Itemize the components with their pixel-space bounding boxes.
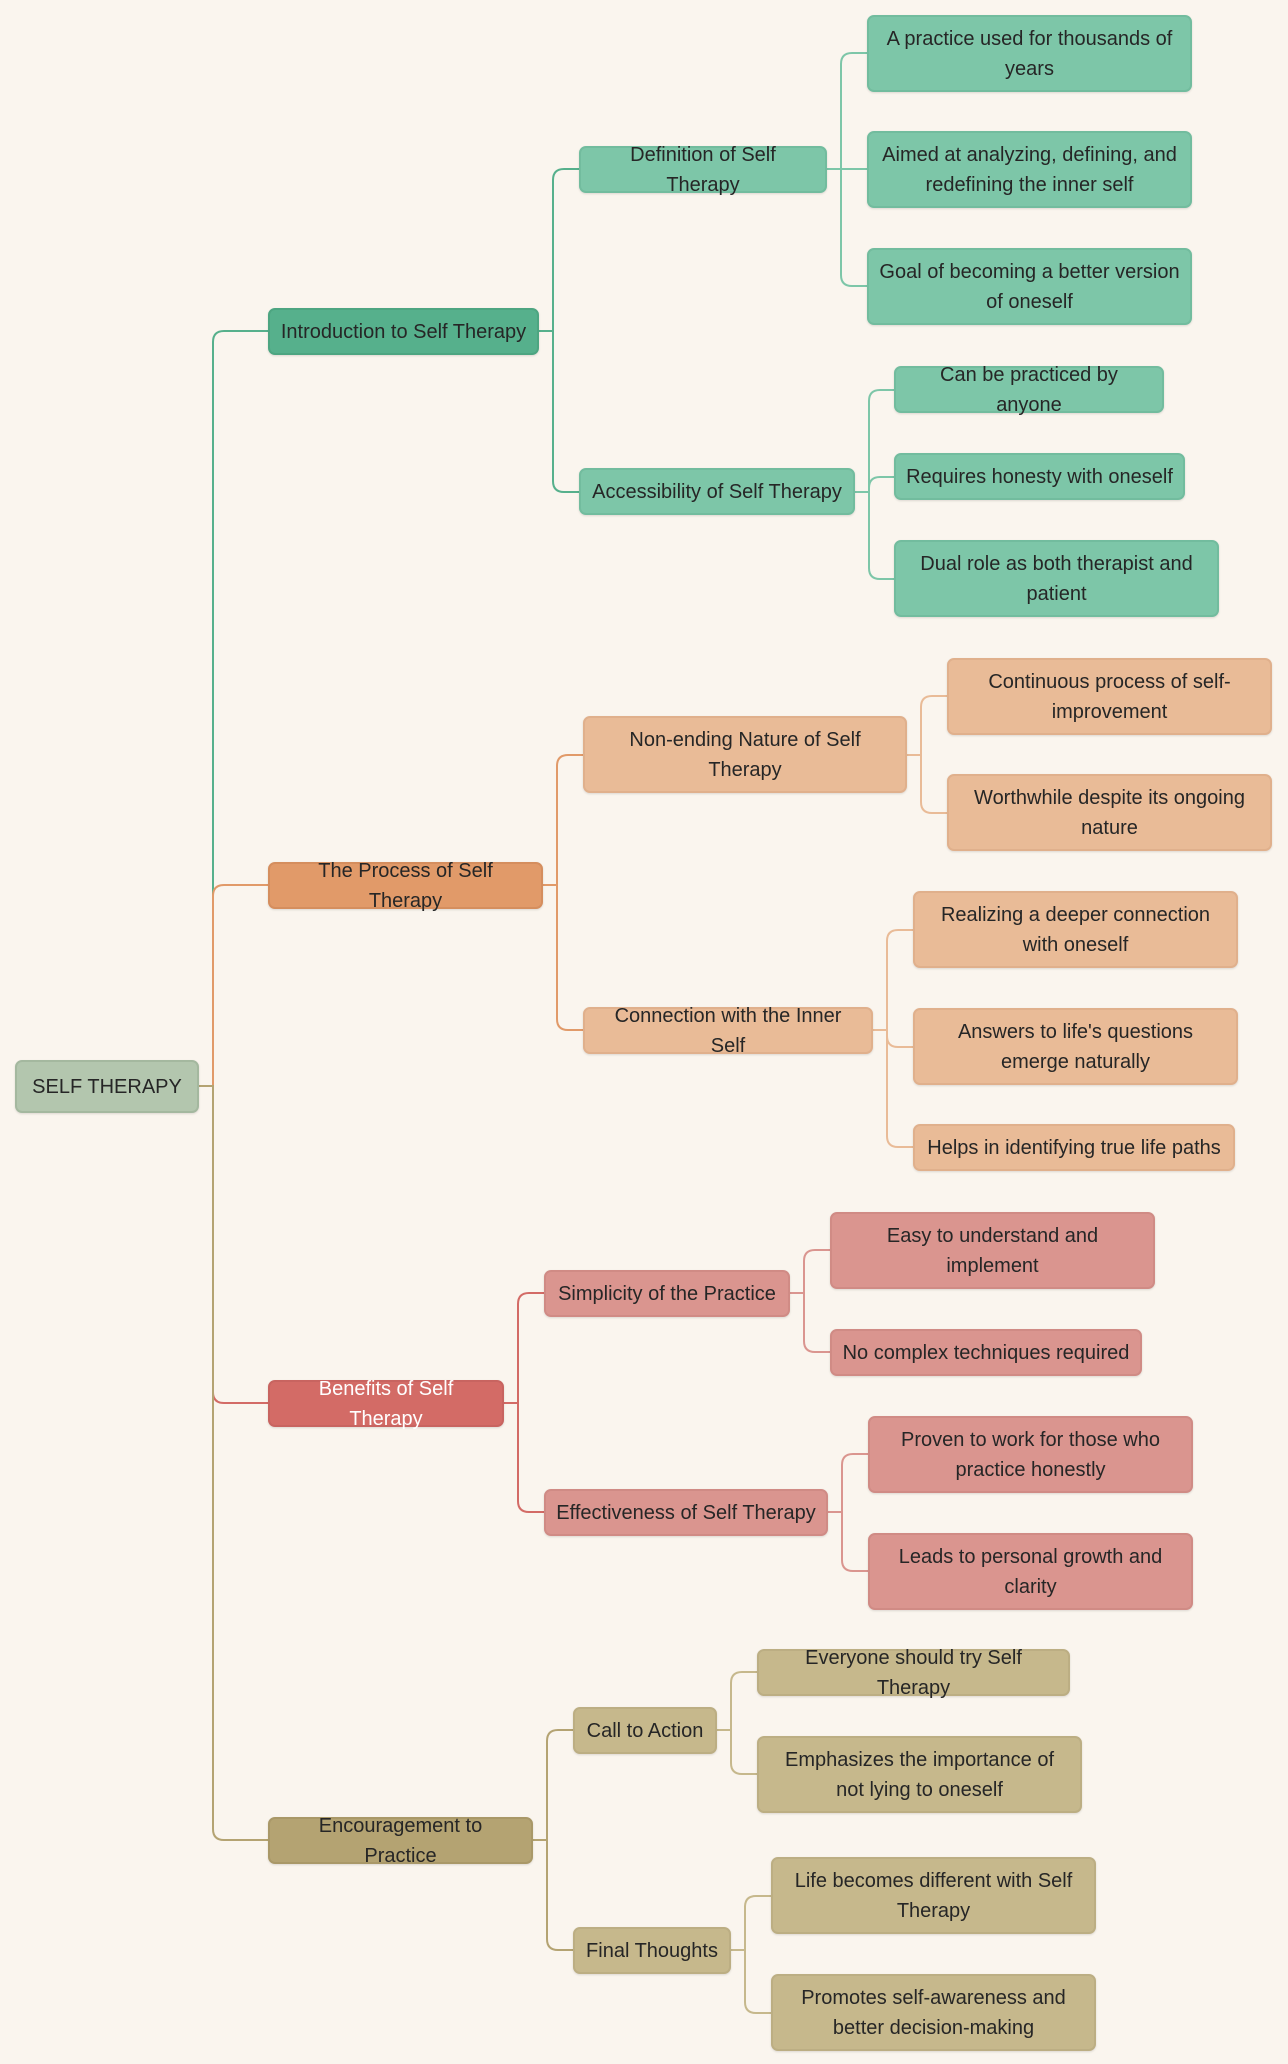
point-call-not-lying[interactable]: Emphasizes the importance of not lying t… [757,1736,1082,1813]
connector-effectiveness-2 [828,1511,868,1572]
root-node[interactable]: SELF THERAPY [15,1060,199,1113]
connector-benefits-simplicity [504,1292,544,1404]
point-simplicity-easy[interactable]: Easy to understand and implement [830,1212,1155,1289]
point-connection-answers[interactable]: Answers to life's questions emerge natur… [913,1008,1238,1085]
branch-introduction[interactable]: Introduction to Self Therapy [268,308,539,355]
connector-accessibility-2 [855,476,894,493]
connector-intro-definition [539,168,579,332]
branch-benefits[interactable]: Benefits of Self Therapy [268,1378,504,1430]
point-definition-history[interactable]: A practice used for thousands of years [867,15,1192,92]
point-definition-goal[interactable]: Goal of becoming a better version of one… [867,248,1192,325]
topic-simplicity[interactable]: Simplicity of the Practice [544,1270,790,1317]
connector-process-nonending [543,754,583,886]
point-non-ending-continuous[interactable]: Continuous process of self-improvement [947,658,1272,735]
connector-root-introduction [199,330,268,1087]
point-definition-aim[interactable]: Aimed at analyzing, defining, and redefi… [867,131,1192,208]
connector-root-process [199,884,268,1087]
point-final-awareness[interactable]: Promotes self-awareness and better decis… [771,1974,1096,2051]
point-simplicity-no-complex[interactable]: No complex techniques required [830,1329,1142,1376]
topic-effectiveness[interactable]: Effectiveness of Self Therapy [544,1489,828,1536]
topic-definition[interactable]: Definition of Self Therapy [579,144,827,196]
connector-nonending-1 [907,695,947,756]
point-accessibility-anyone[interactable]: Can be practiced by anyone [894,364,1164,416]
point-effectiveness-proven[interactable]: Proven to work for those who practice ho… [868,1416,1193,1493]
connector-connection-3 [873,1029,913,1148]
connector-nonending-2 [907,754,947,814]
connector-connection-2 [873,1029,913,1048]
topic-call-to-action[interactable]: Call to Action [573,1707,717,1754]
connector-call-2 [717,1729,757,1775]
connector-root-encouragement [199,1085,268,1841]
connector-encouragement-final [533,1839,573,1951]
connector-simplicity-1 [790,1249,830,1294]
connector-final-1 [731,1895,771,1951]
connector-encouragement-call [533,1729,573,1841]
connector-accessibility-1 [855,389,894,493]
point-call-everyone[interactable]: Everyone should try Self Therapy [757,1647,1070,1699]
topic-accessibility[interactable]: Accessibility of Self Therapy [579,468,855,515]
connector-definition-1 [827,52,867,170]
branch-process[interactable]: The Process of Self Therapy [268,860,543,912]
point-effectiveness-growth[interactable]: Leads to personal growth and clarity [868,1533,1193,1610]
branch-encouragement[interactable]: Encouragement to Practice [268,1815,533,1867]
connector-benefits-effectiveness [504,1402,544,1513]
connector-simplicity-2 [790,1292,830,1353]
point-accessibility-honesty[interactable]: Requires honesty with oneself [894,453,1185,500]
connector-accessibility-3 [855,491,894,580]
connector-process-connection [543,884,583,1031]
connector-connection-1 [873,929,913,1031]
point-accessibility-dual-role[interactable]: Dual role as both therapist and patient [894,540,1219,617]
topic-final-thoughts[interactable]: Final Thoughts [573,1927,731,1974]
connector-final-2 [731,1949,771,2014]
connector-effectiveness-1 [828,1453,868,1513]
point-connection-paths[interactable]: Helps in identifying true life paths [913,1124,1235,1171]
connector-intro-accessibility [539,330,579,493]
point-connection-deeper[interactable]: Realizing a deeper connection with onese… [913,891,1238,968]
topic-non-ending[interactable]: Non-ending Nature of Self Therapy [583,716,907,793]
topic-connection[interactable]: Connection with the Inner Self [583,1005,873,1057]
connector-call-1 [717,1671,757,1731]
connector-root-benefits [199,1085,268,1404]
connector-definition-3 [827,168,867,287]
point-final-different[interactable]: Life becomes different with Self Therapy [771,1857,1096,1934]
point-non-ending-worthwhile[interactable]: Worthwhile despite its ongoing nature [947,774,1272,851]
